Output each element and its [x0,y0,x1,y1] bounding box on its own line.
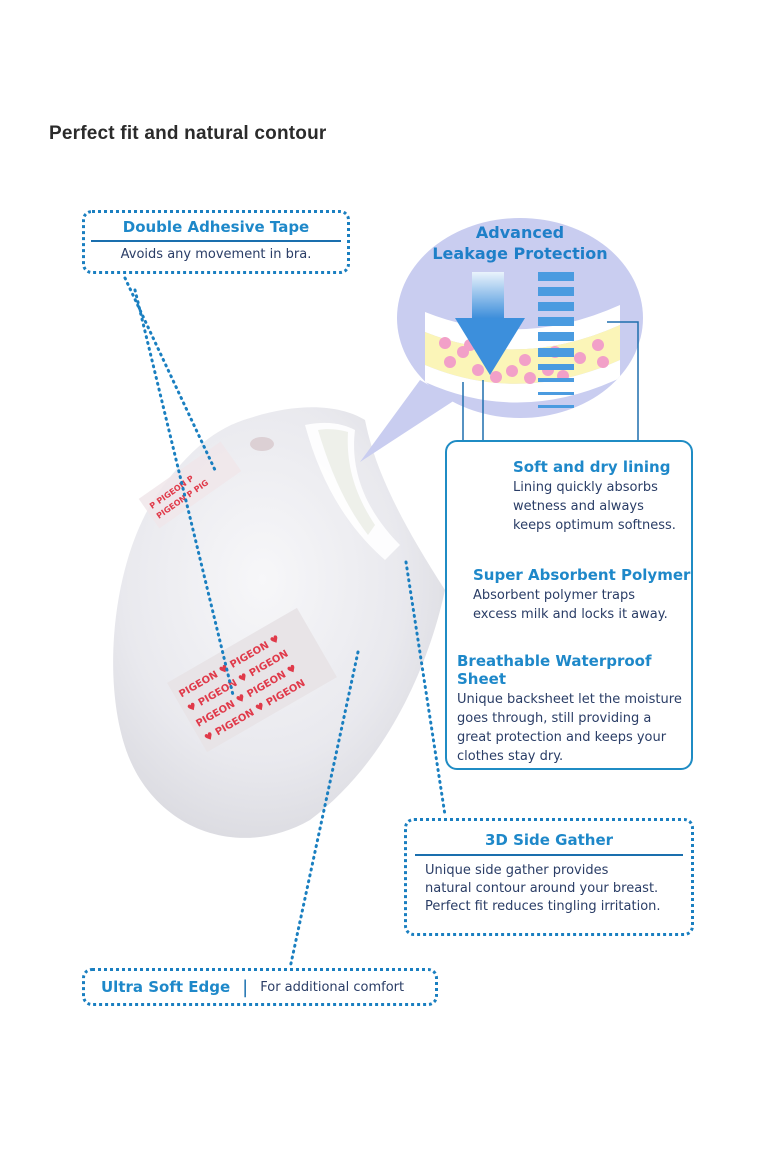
side-gather-line: natural contour around your breast. [425,881,659,896]
soft-edge-separator: | [242,976,249,998]
polymer-line: Absorbent polymer traps [473,588,636,603]
waterproof-heading: Breathable Waterproof Sheet [457,652,652,688]
soft-edge-heading: Ultra Soft Edge [101,978,231,996]
divider [91,240,341,242]
soft-dry-line: wetness and always [513,499,644,514]
polymer-heading: Super Absorbent Polymer [473,566,691,584]
waterproof-line: Unique backsheet let the moisture [457,692,682,707]
soft-dry-lining-heading: Soft and dry lining [513,458,671,476]
side-gather-heading: 3D Side Gather [484,831,614,849]
double-adhesive-tape-body: Avoids any movement in bra. [120,247,312,262]
soft-dry-lining-section: Soft and dry lining Lining quickly absor… [513,458,676,535]
soft-dry-line: keeps optimum softness. [513,518,676,533]
advanced-leakage-heading: Advanced Leakage Protection [420,222,620,264]
waterproof-line: great protection and keeps your [457,730,667,745]
layers-panel: Soft and dry lining Lining quickly absor… [445,440,693,770]
advanced-leakage-line2: Leakage Protection [432,244,608,263]
divider [415,854,683,856]
polymer-section: Super Absorbent Polymer Absorbent polyme… [473,566,690,624]
leakage-bubble [360,218,643,650]
callout-double-adhesive-tape: Double Adhesive Tape Avoids any movement… [82,210,350,274]
advanced-leakage-line1: Advanced [475,223,565,242]
nursing-pad-image: P PIGEON P PIGEON P PIG PIGEON ♥ PIGEON … [113,407,445,838]
double-adhesive-tape-heading: Double Adhesive Tape [122,218,310,236]
callout-ultra-soft-edge: Ultra Soft Edge | For additional comfort [82,968,438,1006]
soft-dry-line: Lining quickly absorbs [513,480,658,495]
polymer-line: excess milk and locks it away. [473,607,668,622]
side-gather-body: Unique side gather provides natural cont… [407,862,691,916]
side-gather-line: Perfect fit reduces tingling irritation. [425,899,661,914]
soft-edge-body: For additional comfort [260,979,405,995]
waterproof-line: clothes stay dry. [457,749,564,764]
page-title: Perfect fit and natural contour [49,123,327,144]
side-gather-line: Unique side gather provides [425,863,609,878]
waterproof-line: goes through, still providing a [457,711,652,726]
waterproof-section: Breathable Waterproof Sheet Unique backs… [457,652,691,766]
callout-3d-side-gather: 3D Side Gather Unique side gather provid… [404,818,694,936]
